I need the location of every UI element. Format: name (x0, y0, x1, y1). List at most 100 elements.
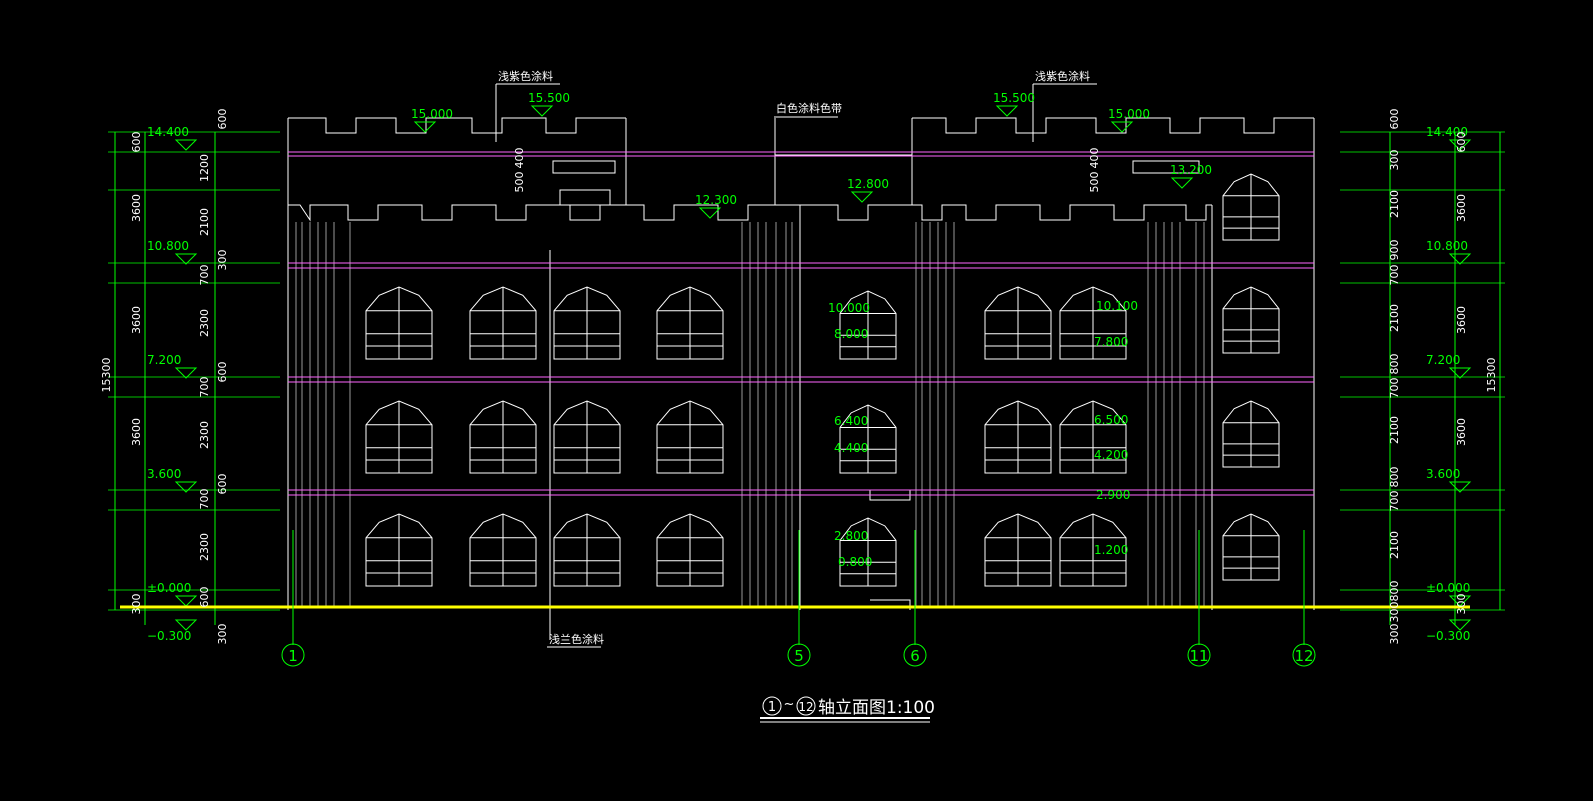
window-frame-5 (1059, 286, 1127, 360)
level-marker-1 (174, 253, 198, 265)
dim-ts-0: 400 (513, 148, 526, 169)
window-frame-2 (553, 286, 621, 360)
dim-li-11: 2300 (198, 533, 211, 561)
window-20 (1222, 400, 1280, 468)
dim-ri-8: 2100 (1388, 416, 1401, 444)
mid-opening (869, 489, 911, 610)
dim-li-2: 2100 (198, 208, 211, 236)
window-frame-1 (469, 286, 537, 360)
wl-10000: 10.000 (828, 301, 870, 315)
level-left-3600: 3.600 (147, 467, 181, 481)
dim-li-8: 2300 (198, 421, 211, 449)
window-group (365, 173, 1280, 587)
window-14 (553, 513, 621, 587)
dim-ri-2: 2100 (1388, 190, 1401, 218)
window-frame-9 (656, 400, 724, 474)
window-22 (839, 290, 897, 360)
level-marker-13 (530, 105, 554, 117)
dims-left-outer: 15300 600 3600 3600 3600 300 (100, 132, 143, 615)
window-17 (1059, 513, 1127, 587)
window-3 (656, 286, 724, 360)
window-frame-20 (1222, 400, 1280, 468)
sign-box-right (1132, 160, 1200, 174)
wl-7800: 7.800 (1094, 335, 1128, 349)
dim-lo-1: 600 (130, 132, 143, 153)
dims-right-outer: 600 3600 3600 3600 300 15300 (1455, 132, 1498, 615)
axis-bubble-6 (903, 643, 927, 667)
window-frame-18 (1222, 173, 1280, 241)
window-24 (839, 517, 897, 587)
dim-ro-2: 3600 (1455, 306, 1468, 334)
dim-li-0: 600 (216, 109, 229, 130)
sign-box-left-2 (559, 189, 611, 206)
level-top-15500-left: 15.500 (528, 91, 570, 105)
dim-ro-3: 3600 (1455, 418, 1468, 446)
note-top-right: 浅紫色涂料 (1035, 69, 1090, 83)
window-frame-16 (984, 513, 1052, 587)
floor-bands (288, 151, 1314, 496)
window-13 (469, 513, 537, 587)
window-12 (365, 513, 433, 587)
wl-2900: 2.900 (1096, 488, 1130, 502)
roof-battlement-mid (800, 204, 912, 221)
dim-ts-2: 400 (1088, 148, 1101, 169)
level-left-minus0300: −0.300 (147, 629, 191, 643)
dim-ts-3: 500 (1088, 172, 1101, 193)
level-left-14400: 14.400 (147, 125, 189, 139)
dim-lo-3: 3600 (130, 306, 143, 334)
level-right-14400: 14.400 (1426, 125, 1468, 139)
level-top-15000-right: 15.000 (1108, 107, 1150, 121)
level-marker-9 (1448, 481, 1472, 493)
note-bottom: 浅兰色涂料 (549, 632, 604, 646)
dims-top-small: 400 500 400 500 (513, 148, 1101, 193)
window-frame-19 (1222, 286, 1280, 354)
window-frame-11 (1059, 400, 1127, 474)
dim-ri-9: 800 (1388, 467, 1401, 488)
level-right-10800: 10.800 (1426, 239, 1468, 253)
levels-top: 15.000 15.500 12.300 12.800 15.500 15.00… (411, 91, 1212, 207)
tower-left-parapet (287, 117, 627, 205)
wl-10100: 10.100 (1096, 299, 1138, 313)
dim-ri-5: 2100 (1388, 304, 1401, 332)
level-marker-18 (1170, 177, 1194, 189)
title-axis-start-circle (762, 696, 782, 716)
dim-ri-4: 700 (1388, 265, 1401, 286)
level-marker-3 (174, 481, 198, 493)
dim-ri-11: 2100 (1388, 531, 1401, 559)
dim-li-4: 700 (198, 265, 211, 286)
window-frame-24 (839, 517, 897, 587)
dim-li-1: 1200 (198, 154, 211, 182)
dims-right-inner: 600 300 2100 900 700 2100 800 700 2100 8… (1388, 109, 1401, 645)
dim-li-3: 300 (216, 250, 229, 271)
window-16 (984, 513, 1052, 587)
window-frame-14 (553, 513, 621, 587)
wl-4400: 4.400 (834, 441, 868, 455)
dim-ro-0: 600 (1455, 132, 1468, 153)
axis-bubbles: 1 5 6 11 12 (281, 530, 1316, 667)
tower-right-parapet (911, 117, 1315, 610)
title-separator: ~ (784, 697, 795, 712)
dim-lo-0: 15300 (100, 358, 113, 393)
window-9 (656, 400, 724, 474)
window-levels: 10.000 8.000 6.400 4.400 2.800 0.800 10.… (828, 299, 1138, 569)
wl-0800: 0.800 (838, 555, 872, 569)
level-left-10800: 10.800 (147, 239, 189, 253)
wl-6400: 6.400 (834, 414, 868, 428)
wl-2800: 2.800 (834, 529, 868, 543)
dim-ri-1: 300 (1388, 150, 1401, 171)
title-axis-end: 12 (798, 700, 813, 714)
level-marker-2 (174, 367, 198, 379)
axis-bubble-11 (1187, 643, 1211, 667)
window-15 (656, 513, 724, 587)
level-marker-15 (850, 191, 874, 203)
title-text: 轴立面图1:100 (818, 698, 935, 718)
window-frame-0 (365, 286, 433, 360)
window-10 (984, 400, 1052, 474)
level-top-15000-left: 15.000 (411, 107, 453, 121)
level-top-12800: 12.800 (847, 177, 889, 191)
window-frame-13 (469, 513, 537, 587)
axis-label-1: 1 (288, 647, 298, 665)
axis-bubble-1 (281, 643, 305, 667)
dim-li-9: 600 (216, 474, 229, 495)
